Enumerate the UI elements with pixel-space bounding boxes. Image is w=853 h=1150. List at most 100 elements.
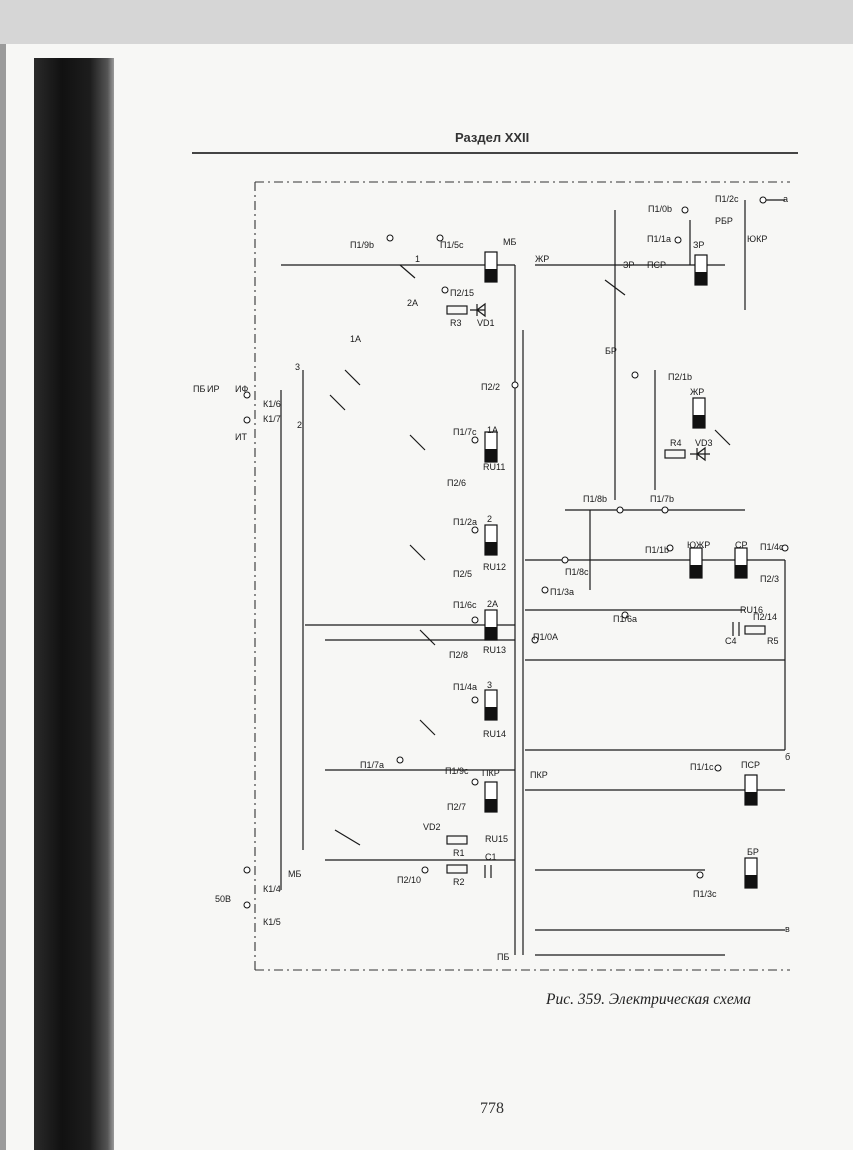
terminal-p1-6c: П1/6c (453, 600, 477, 610)
label-ru13: RU13 (483, 645, 506, 655)
terminal-p2-15: П2/15 (450, 288, 474, 298)
terminal-p1-9c: П1/9c (445, 766, 469, 776)
resistor-r4 (664, 449, 686, 459)
relay-label-yuzhr: ЮЖР (687, 540, 710, 550)
label-ru14: RU14 (483, 729, 506, 739)
contact-label-1: 1 (415, 254, 420, 264)
contact-label-pkr: ПКР (530, 770, 548, 780)
label-mb-left: МБ (288, 869, 301, 879)
label-v: в (785, 924, 790, 934)
label-pb: ПБ (193, 384, 205, 394)
capacitor-c1 (484, 865, 492, 878)
terminal-p2-7: П2/7 (447, 802, 466, 812)
label-c4: C4 (725, 636, 737, 646)
label-ru11: RU11 (483, 462, 505, 472)
resistor-r2 (446, 864, 468, 874)
label-r3: R3 (450, 318, 462, 328)
resistor-r5 (744, 625, 766, 635)
label-it: ИТ (235, 432, 247, 442)
label-50v: 50В (215, 894, 231, 904)
terminal-p1-9b: П1/9b (350, 240, 374, 250)
contact-label-br: БР (605, 346, 617, 356)
book-spine-shadow (34, 58, 114, 1150)
terminal-p1-4c: П1/4c (760, 542, 784, 552)
label-b: б (785, 752, 790, 762)
contact-label-zr: ЗР (623, 260, 634, 270)
label-k1-7: К1/7 (263, 414, 281, 424)
label-ru12: RU12 (483, 562, 506, 572)
terminal-p2-8: П2/8 (449, 650, 468, 660)
terminal-p1-7a: П1/7a (360, 760, 384, 770)
terminal-p1-0a: П1/0A (533, 632, 558, 642)
label-vd3: VD3 (695, 438, 713, 448)
label-vd2: VD2 (423, 822, 441, 832)
relay-label-2a: 2А (487, 599, 498, 609)
terminal-p1-1b: П1/1b (645, 545, 669, 555)
relay-label-zhr: ЖР (690, 387, 704, 397)
relay-label-1a: 1А (487, 425, 498, 435)
relay-label-mb: МБ (503, 237, 516, 247)
terminal-p1-2c: П1/2c (715, 194, 739, 204)
label-ru15: RU15 (485, 834, 508, 844)
terminal-p1-7b: П1/7b (650, 494, 674, 504)
terminal-p1-8c: П1/8c (565, 567, 589, 577)
label-k1-6: К1/6 (263, 399, 281, 409)
capacitor-c4 (732, 622, 740, 636)
relay-coil-mb-top (484, 251, 498, 283)
contact-label-psr: ПСР (647, 260, 666, 270)
contact-label-3: 3 (295, 362, 300, 372)
contact-label-2: 2 (297, 420, 302, 430)
relay-coil-br (744, 857, 758, 889)
header-rule (192, 152, 798, 154)
terminal-p2-3: П2/3 (760, 574, 779, 584)
relay-coil-3 (484, 689, 498, 721)
label-vd1: VD1 (477, 318, 495, 328)
label-k1-4: К1/4 (263, 884, 281, 894)
terminal-p1-1c: П1/1c (690, 762, 714, 772)
label-r5: R5 (767, 636, 779, 646)
label-r4: R4 (670, 438, 682, 448)
terminal-p2-14: П2/14 (753, 612, 777, 622)
book-page (0, 44, 853, 1150)
diode-vd3 (690, 446, 710, 462)
terminal-p2-1b: П2/1b (668, 372, 692, 382)
terminal-p1-7c: П1/7c (453, 427, 477, 437)
relay-coil-2a (484, 609, 498, 641)
relay-label-zr: ЗР (693, 240, 704, 250)
contact-label-pb: ПБ (497, 952, 509, 962)
figure-caption: Рис. 359. Электрическая схема (546, 991, 751, 1008)
resistor-r1 (446, 835, 468, 845)
relay-coil-pkr (484, 781, 498, 813)
relay-label-2: 2 (487, 514, 492, 524)
terminal-p1-6a: П1/6a (613, 614, 637, 624)
label-a: а (783, 194, 788, 204)
terminal-p1-4a: П1/4a (453, 682, 477, 692)
relay-label-3: 3 (487, 680, 492, 690)
scan-background (0, 0, 853, 44)
page-number: 778 (480, 1100, 504, 1117)
terminal-p1-3c: П1/3c (693, 889, 717, 899)
terminal-p2-10: П2/10 (397, 875, 421, 885)
label-ru16: RU16 (740, 605, 763, 615)
relay-coil-yuzhr (689, 547, 703, 579)
section-header: Раздел XXII (455, 130, 530, 145)
label-k1-5: К1/5 (263, 917, 281, 927)
label-c1: C1 (485, 852, 497, 862)
contact-label-1a: 1А (350, 334, 361, 344)
terminal-p1-0b: П1/0b (648, 204, 672, 214)
relay-coil-sr (734, 547, 748, 579)
terminal-p1-2a: П1/2a (453, 517, 477, 527)
label-if: ИФ (235, 384, 248, 394)
contact-label-zhr: ЖР (535, 254, 549, 264)
relay-label-psr: ПСР (741, 760, 760, 770)
relay-coil-psr (744, 774, 758, 806)
page-edge-shadow (0, 44, 6, 1150)
relay-coil-1a (484, 431, 498, 463)
terminal-p2-2: П2/2 (481, 382, 500, 392)
electrical-schematic: П1/9b П1/5c П1/0b П1/2c П1/1a ПБ ИР ИФ И… (193, 181, 790, 971)
contact-label-rbr: РБР (715, 216, 733, 226)
relay-label-br: БР (747, 847, 759, 857)
relay-label-pkr: ПКР (482, 768, 500, 778)
terminal-p1-8b: П1/8b (583, 494, 607, 504)
terminal-p1-5c: П1/5c (440, 240, 464, 250)
